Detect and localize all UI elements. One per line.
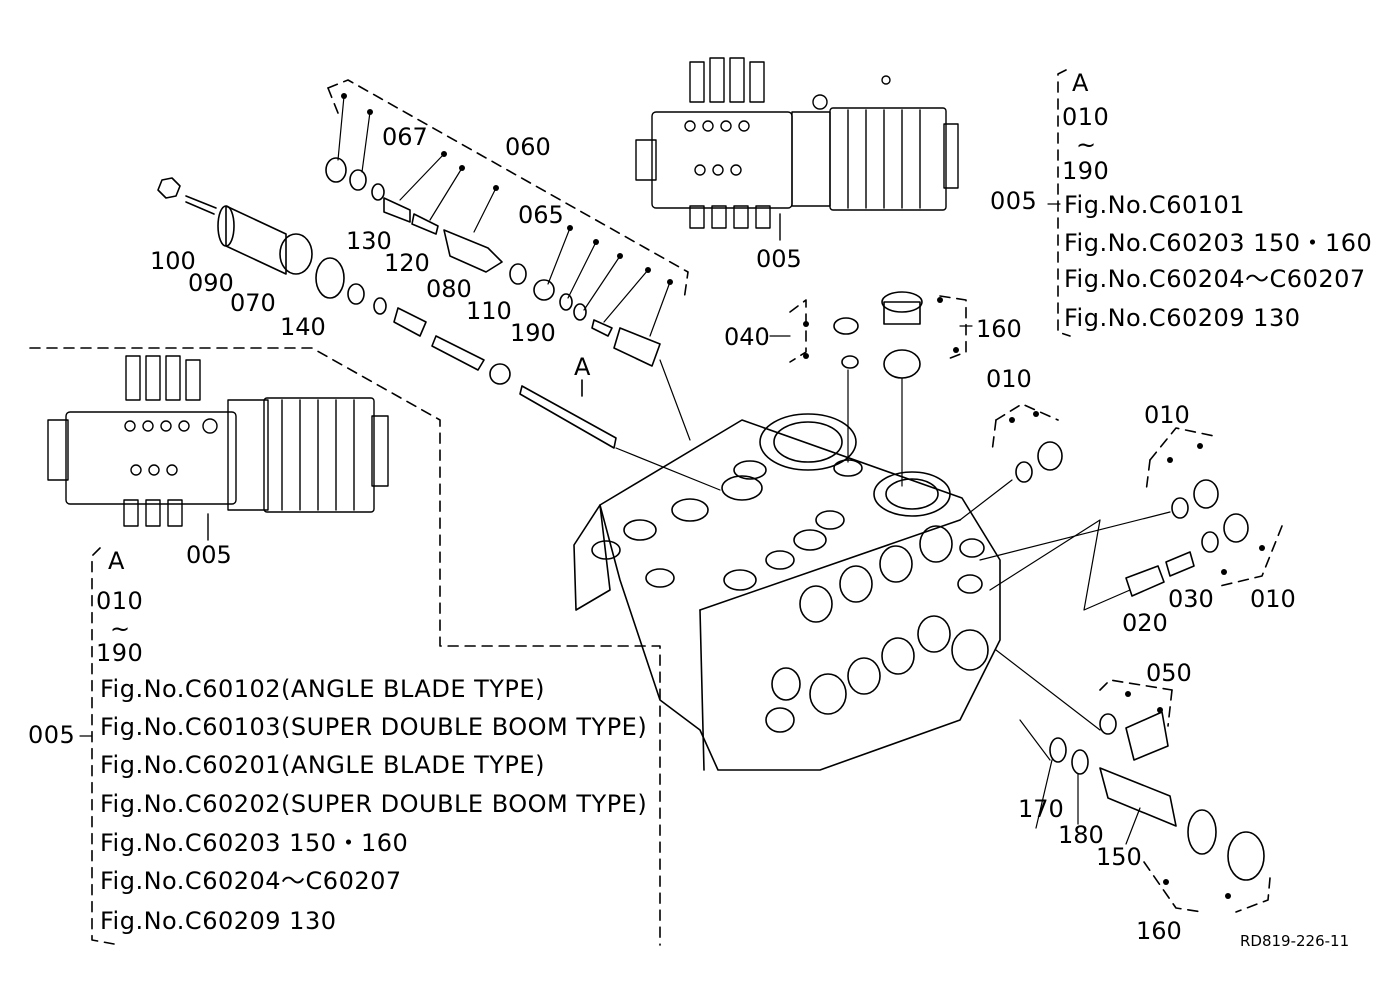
leader-lines: [79, 95, 1171, 845]
note-left-line-6: Fig.No.C60204～C60207: [100, 867, 402, 895]
note-left-line-3: Fig.No.C60201(ANGLE BLADE TYPE): [100, 751, 545, 779]
note-left-line-4: Fig.No.C60202(SUPER DOUBLE BOOM TYPE): [100, 790, 648, 818]
part-label-080: 080: [426, 275, 472, 303]
part-label-070: 070: [230, 289, 276, 317]
main-valve-body: [573, 413, 1001, 771]
part-label-067: 067: [382, 123, 428, 151]
part-label-180: 180: [1058, 821, 1104, 849]
leader-dots: [341, 93, 1265, 899]
part-label-020: 020: [1122, 609, 1168, 637]
part-label-010-a: 010: [986, 365, 1032, 393]
note-top-line-4: Fig.No.C60209 130: [1064, 304, 1301, 332]
note-left-line-2: Fig.No.C60103(SUPER DOUBLE BOOM TYPE): [100, 713, 648, 741]
note-left-range-start: 010: [96, 587, 144, 615]
note-top-tilde: ~: [1076, 131, 1097, 159]
note-left-line-5: Fig.No.C60203 150・160: [100, 829, 409, 857]
note-left-line-7: Fig.No.C60209 130: [100, 907, 337, 935]
note-top-line-1: Fig.No.C60101: [1064, 191, 1246, 219]
part-label-A: A: [574, 353, 591, 381]
note-left-letter: A: [108, 547, 125, 575]
part-label-120: 120: [384, 249, 430, 277]
upper-exploded-parts: [157, 157, 661, 449]
part-label-130: 130: [346, 227, 392, 255]
note-top-line-2: Fig.No.C60203 150・160: [1064, 229, 1373, 257]
part-label-090: 090: [188, 269, 234, 297]
part-label-010-b: 010: [1144, 401, 1190, 429]
dashed-group-lines: [29, 69, 1283, 946]
part-label-060: 060: [505, 133, 551, 161]
top-assembly-drawing: [635, 57, 959, 241]
part-label-160-top: 160: [976, 315, 1022, 343]
note-left-line-1: Fig.No.C60102(ANGLE BLADE TYPE): [100, 675, 545, 703]
part-label-040: 040: [724, 323, 770, 351]
note-left-ref: 005: [28, 721, 76, 749]
part-label-140: 140: [280, 313, 326, 341]
part-label-110: 110: [466, 297, 512, 325]
part-label-100: 100: [150, 247, 196, 275]
part-label-010-c: 010: [1250, 585, 1296, 613]
part-label-170: 170: [1018, 795, 1064, 823]
note-top-ref: 005: [990, 187, 1038, 215]
part-label-150: 150: [1096, 843, 1142, 871]
drawing-reference-number: RD819-226-11: [1240, 932, 1350, 950]
note-top-letter: A: [1072, 69, 1089, 97]
part-label-005-left: 005: [186, 541, 232, 569]
part-label-030: 030: [1168, 585, 1214, 613]
right-exploded-parts: [833, 291, 1265, 881]
note-left-range-end: 190: [96, 639, 144, 667]
note-top-line-3: Fig.No.C60204～C60207: [1064, 265, 1366, 293]
part-label-005-top: 005: [756, 245, 802, 273]
note-top-range-start: 010: [1062, 103, 1110, 131]
part-label-160-bottom: 160: [1136, 917, 1182, 945]
note-top-range-end: 190: [1062, 157, 1110, 185]
note-left-tilde: ~: [110, 615, 131, 643]
part-label-050: 050: [1146, 659, 1192, 687]
part-label-065: 065: [518, 201, 564, 229]
part-label-190: 190: [510, 319, 556, 347]
left-assembly-drawing: [47, 355, 389, 541]
